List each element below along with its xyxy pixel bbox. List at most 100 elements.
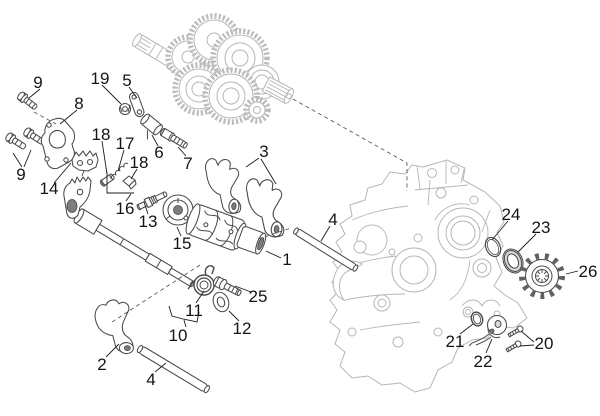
part-label-4b: 4 [146, 370, 155, 389]
group-bracket-tick-10 [183, 319, 187, 328]
leader-part-18b [130, 168, 138, 180]
part-26-sprocket [519, 253, 565, 299]
leader-part-14 [53, 162, 72, 184]
part-label-23: 23 [532, 218, 551, 237]
part-18-pin [99, 173, 115, 187]
part-14-pawl [71, 150, 99, 177]
leader-part-2 [105, 343, 120, 358]
part-label-20: 20 [535, 334, 554, 353]
part-label-13: 13 [139, 212, 158, 231]
leader-part-9b [12, 152, 23, 168]
part-4-rod-upper [293, 227, 359, 272]
part-label-16: 16 [116, 199, 135, 218]
part-label-18b: 18 [130, 153, 149, 172]
leader-part-11 [195, 290, 205, 304]
case-fork-lug [332, 260, 363, 302]
leader-part-12 [228, 310, 240, 322]
part-label-11: 11 [185, 301, 203, 320]
leader-part-21 [459, 323, 474, 335]
leader-part-20 [519, 344, 535, 347]
leader-part-7 [177, 146, 187, 157]
part-label-18a: 18 [92, 125, 111, 144]
crankcase [329, 159, 528, 393]
group-bracket-10 [168, 305, 200, 323]
leader-part-9a [28, 88, 41, 99]
part-9-screw-lower-b [23, 127, 45, 145]
part-label-6: 6 [154, 143, 163, 162]
leader-part-16 [125, 193, 132, 202]
part-23-seal [502, 248, 524, 274]
part-16-sector [63, 176, 92, 219]
part-label-8: 8 [74, 94, 83, 113]
gear-small-bottom-right [243, 96, 271, 124]
leader-part-1 [265, 250, 282, 259]
part-label-26: 26 [579, 262, 598, 281]
leader-part-6 [151, 134, 159, 147]
alignment-line-gearshaft-to-crankcase [292, 98, 408, 191]
part-label-1: 1 [282, 250, 291, 269]
leader-part-24 [491, 220, 509, 241]
part-label-2: 2 [97, 355, 106, 374]
part-label-4a: 4 [328, 210, 337, 229]
leader-part-18a [101, 140, 108, 175]
part-3-shift-fork-a [205, 158, 242, 214]
part-13-pin [136, 191, 168, 211]
part-22-sensor [468, 314, 508, 347]
leader-part-25 [234, 285, 252, 293]
part-8-plate [40, 117, 76, 170]
leader-part-5 [128, 86, 138, 99]
bearing-bore-lower [391, 247, 437, 293]
part-21-o-ring [470, 311, 484, 327]
part-24-o-ring [484, 236, 502, 258]
part-4-rod-lower [136, 344, 211, 394]
part-label-5: 5 [122, 71, 131, 90]
part-9-screw-lower-a [5, 132, 27, 150]
part-label-24: 24 [502, 205, 521, 224]
part-label-15: 15 [173, 234, 192, 253]
part-label-3: 3 [259, 142, 268, 161]
part-3-shift-fork-b [246, 178, 285, 238]
leader-part-9b [23, 149, 32, 168]
gear-bottom [202, 67, 260, 125]
part-17-spring [111, 162, 129, 180]
leader-part-17 [117, 149, 125, 172]
output-spline-shaft [261, 76, 295, 104]
part-label-9b: 9 [16, 165, 25, 184]
part-7-pin [159, 127, 188, 149]
leader-part-13 [143, 201, 149, 215]
part-20-screw-a [507, 325, 524, 338]
leader-part-15 [176, 226, 182, 237]
leader-part-8 [59, 109, 78, 125]
part-label-7: 7 [183, 154, 192, 173]
leader-part-3 [245, 157, 260, 168]
part-6-roller [140, 113, 163, 140]
leader-part-26 [565, 270, 579, 275]
leader-part-23 [517, 233, 537, 253]
leader-part-4b [154, 362, 167, 373]
part-18-block [122, 175, 137, 190]
leader-part-22 [485, 338, 493, 354]
bearing-bore-upper [437, 207, 489, 259]
gear-cluster [132, 13, 295, 125]
part-20-screw-b [505, 340, 522, 353]
part-label-14: 14 [40, 179, 59, 198]
leader-part-20 [520, 330, 535, 343]
part-25-bolt [212, 276, 242, 297]
annotation-layer: 1234456789910111213141516171818192021222… [12, 69, 598, 389]
part-label-21: 21 [446, 332, 465, 351]
part-label-22: 22 [474, 352, 493, 371]
part-5-link [128, 91, 145, 118]
part-9-screw-top [17, 91, 38, 110]
part-12-washer [212, 291, 230, 313]
part-2-shift-fork [94, 299, 134, 355]
part-label-25: 25 [249, 287, 268, 306]
part-label-12: 12 [233, 319, 252, 338]
part-label-10: 10 [169, 326, 188, 345]
part-1-selector-drum [185, 203, 267, 255]
part-label-19: 19 [91, 69, 110, 88]
part-15-cam-hub [162, 194, 194, 226]
alignment-line-drum-axis-to-fork2 [111, 264, 201, 323]
part-label-9a: 9 [33, 73, 42, 92]
